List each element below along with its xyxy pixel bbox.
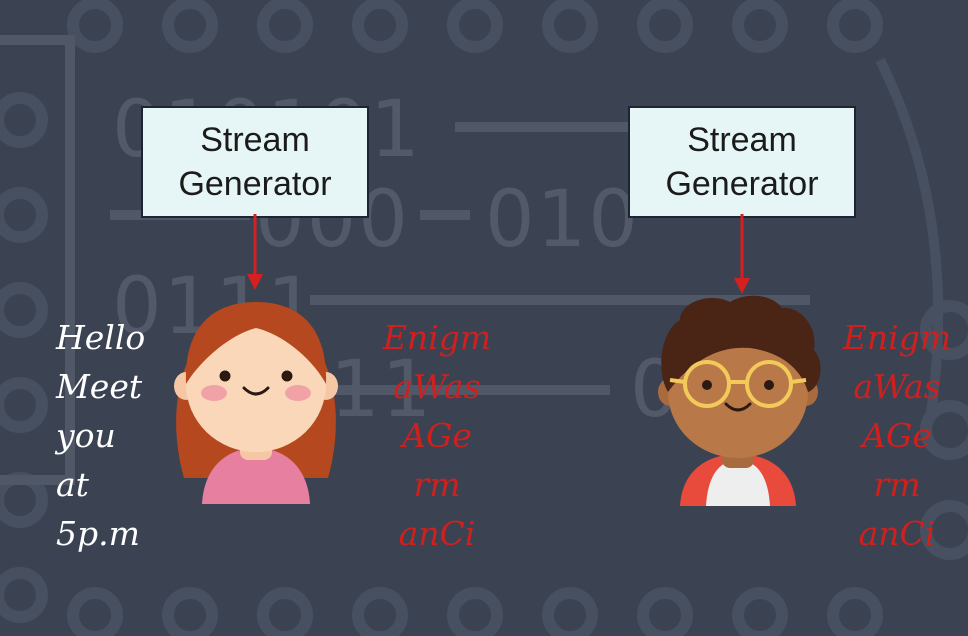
background-binary-text: 11 bbox=[330, 345, 434, 435]
cipher-word: rm bbox=[873, 465, 921, 504]
ciphertext-right: Enigm aWas AGe rm anCi bbox=[832, 313, 962, 558]
generator-label-line1: Stream bbox=[687, 121, 797, 159]
background-binary-text: 010 bbox=[485, 175, 640, 265]
generator-label-line1: Stream bbox=[200, 121, 310, 159]
plaintext-word: Meet bbox=[56, 367, 143, 406]
plaintext-word: 5p.m bbox=[56, 514, 140, 553]
plaintext-word: you bbox=[56, 416, 116, 455]
generator-label-line2: Generator bbox=[665, 165, 819, 203]
cipher-word: AGe bbox=[862, 416, 932, 455]
cipher-word: AGe bbox=[402, 416, 472, 455]
arrow-down-icon bbox=[247, 214, 263, 290]
cipher-word: anCi bbox=[398, 514, 476, 553]
plaintext-word: at bbox=[56, 465, 89, 504]
cipher-word: rm bbox=[413, 465, 461, 504]
cipher-word: Enigm bbox=[842, 318, 952, 357]
boy-with-glasses-avatar-icon bbox=[658, 295, 821, 506]
generator-label-line2: Generator bbox=[178, 165, 332, 203]
cipher-word: Enigm bbox=[382, 318, 492, 357]
stream-generator-box-left: Stream Generator bbox=[141, 106, 369, 218]
cipher-word: aWas bbox=[853, 367, 941, 406]
cipher-word: anCi bbox=[858, 514, 936, 553]
stream-generator-box-right: Stream Generator bbox=[628, 106, 856, 218]
plaintext-word: Hello bbox=[56, 318, 146, 357]
cipher-word: aWas bbox=[393, 367, 481, 406]
girl-avatar-icon bbox=[174, 302, 338, 504]
ciphertext-left: Enigm aWas AGe rm anCi bbox=[372, 313, 502, 558]
plaintext-message: Hello Meet you at 5p.m bbox=[56, 313, 145, 558]
arrow-down-icon bbox=[734, 214, 750, 294]
